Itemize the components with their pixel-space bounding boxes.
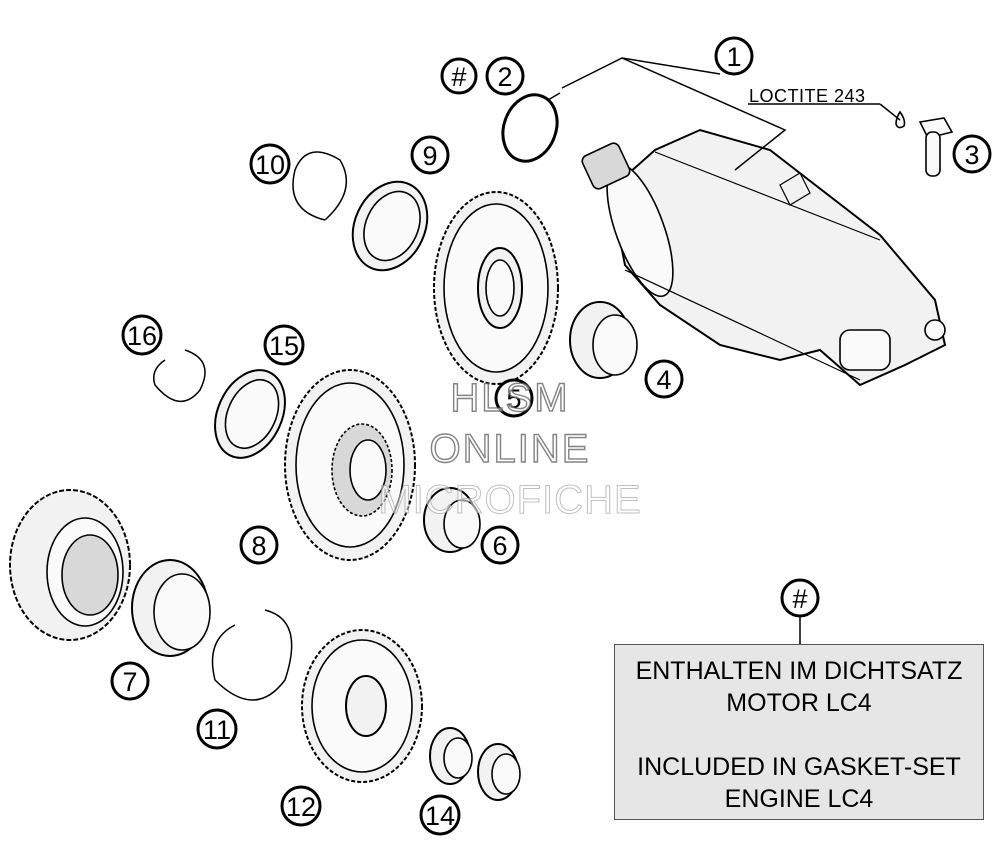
circlip-11 [211,609,293,701]
callout-2: 2 [485,56,525,96]
gear-lower [301,629,423,783]
callout-hash-note: # [780,578,820,618]
watermark-line-3: MICROFICHE [378,478,642,523]
freewheel-7 [131,559,211,657]
svg-text:9: 9 [422,141,437,171]
leader-lines [547,57,901,644]
callout-7: 7 [110,661,150,701]
note-english-line-1: INCLUDED IN GASKET-SET [637,753,961,781]
watermark-line-2: ONLINE [429,426,591,471]
callout-hash-top: # [440,57,478,95]
needle-bearing-6 [423,487,481,553]
callout-9: 9 [410,135,450,175]
svg-text:6: 6 [492,531,507,561]
gear-large-left [9,489,131,641]
svg-text:11: 11 [203,715,231,745]
gear-upper [433,191,559,385]
svg-text:15: 15 [269,331,299,361]
svg-text:10: 10 [255,150,285,180]
svg-text:14: 14 [425,801,455,831]
svg-text:5: 5 [506,384,521,414]
svg-text:#: # [792,584,807,614]
callout-16: 16 [121,314,163,356]
svg-text:4: 4 [656,365,671,395]
callout-15: 15 [263,324,305,366]
needle-bearings-14 [429,727,521,801]
bolt [895,110,954,177]
washer-9 [351,180,429,272]
callout-5: 5 [494,378,534,418]
starter-motor [581,128,947,387]
note-english-line-2: ENGINE LC4 [724,785,874,813]
o-ring [501,93,559,163]
circlip-16 [153,349,206,402]
svg-text:2: 2 [497,62,512,92]
callout-12: 12 [280,785,322,827]
callout-6: 6 [480,525,520,565]
gear-middle [284,369,416,561]
callout-11: 11 [196,708,238,750]
loctite-label: LOCTITE 243 [749,86,866,106]
svg-text:12: 12 [286,792,316,822]
callout-4: 4 [644,359,684,399]
note-german-line-1: ENTHALTEN IM DICHTSATZ [635,657,963,685]
watermark-line-1: HLSM [450,375,570,420]
callout-14: 14 [419,794,461,836]
callout-10: 10 [249,143,291,185]
needle-bearing-4 [569,301,638,379]
washer-15 [214,369,286,459]
note-german-line-2: MOTOR LC4 [726,689,872,717]
gasket-set-note: ENTHALTEN IM DICHTSATZ MOTOR LC4 INCLUDE… [614,644,984,820]
callout-8: 8 [239,525,279,565]
svg-text:#: # [451,62,466,92]
callout-3: 3 [952,134,992,174]
svg-text:16: 16 [127,321,157,351]
svg-text:8: 8 [251,531,266,561]
svg-text:7: 7 [122,667,137,697]
svg-text:3: 3 [964,140,979,170]
callout-1: 1 [714,36,754,76]
svg-text:1: 1 [726,42,741,72]
circlip-10 [292,151,348,221]
